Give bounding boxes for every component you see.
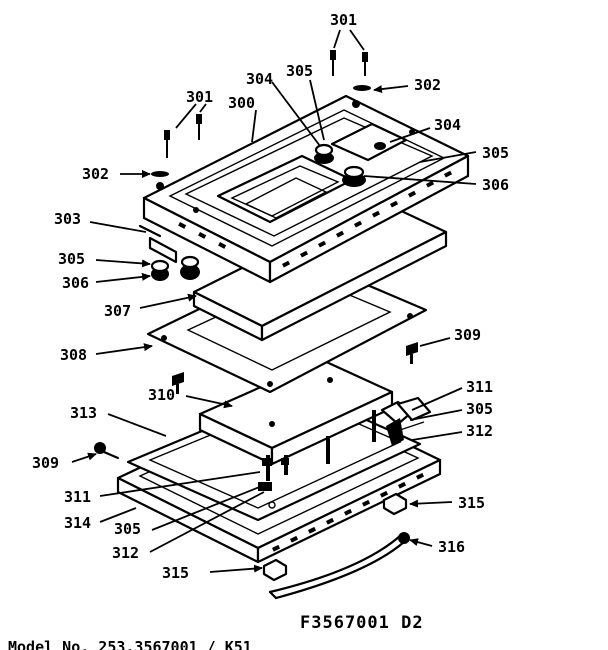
label-302-left: 302	[82, 165, 109, 183]
leader-lines	[71, 29, 477, 573]
label-307: 307	[104, 302, 131, 320]
label-308: 308	[60, 346, 87, 364]
part-labels: 301 301 302 302 300 304 305 304 305 306 …	[32, 11, 509, 582]
label-316: 316	[438, 538, 465, 556]
label-311-left: 311	[64, 488, 91, 506]
feet-and-handle	[262, 492, 410, 600]
label-301-left: 301	[186, 88, 213, 106]
label-315-left: 315	[162, 564, 189, 582]
label-309-left: 309	[32, 454, 59, 472]
top-frame-vent-slots	[178, 170, 453, 268]
label-309-right: 309	[454, 326, 481, 344]
screws-309	[94, 342, 418, 460]
label-300: 300	[228, 94, 255, 112]
label-305-right: 305	[482, 144, 509, 162]
screws-301	[151, 50, 371, 177]
label-304-right: 304	[434, 116, 461, 134]
label-313: 313	[70, 404, 97, 422]
label-304-top: 304	[246, 70, 273, 88]
label-310: 310	[148, 386, 175, 404]
label-305-left: 305	[58, 250, 85, 268]
label-312-bottom: 312	[112, 544, 139, 562]
element-block	[198, 358, 394, 481]
insulation-pad	[192, 198, 448, 342]
label-315-right: 315	[458, 494, 485, 512]
base-vent-slots	[272, 472, 425, 552]
label-305-top: 305	[286, 62, 313, 80]
label-305-bottom: 305	[114, 520, 141, 538]
label-314: 314	[64, 514, 91, 532]
diagram-caption: F3567001 D2	[300, 613, 424, 633]
label-306-left: 306	[62, 274, 89, 292]
model-footer: Model No. 253.3567001 / K51	[8, 638, 252, 650]
label-303: 303	[54, 210, 81, 228]
label-302-right: 302	[414, 76, 441, 94]
label-301-top: 301	[330, 11, 357, 29]
label-312-right: 312	[466, 422, 493, 440]
label-306-right: 306	[482, 176, 509, 194]
label-311-right: 311	[466, 378, 493, 396]
left-controls	[138, 224, 200, 281]
label-305-lower-right: 305	[466, 400, 493, 418]
top-controls	[314, 122, 408, 187]
terminal-cluster-left	[258, 458, 289, 491]
